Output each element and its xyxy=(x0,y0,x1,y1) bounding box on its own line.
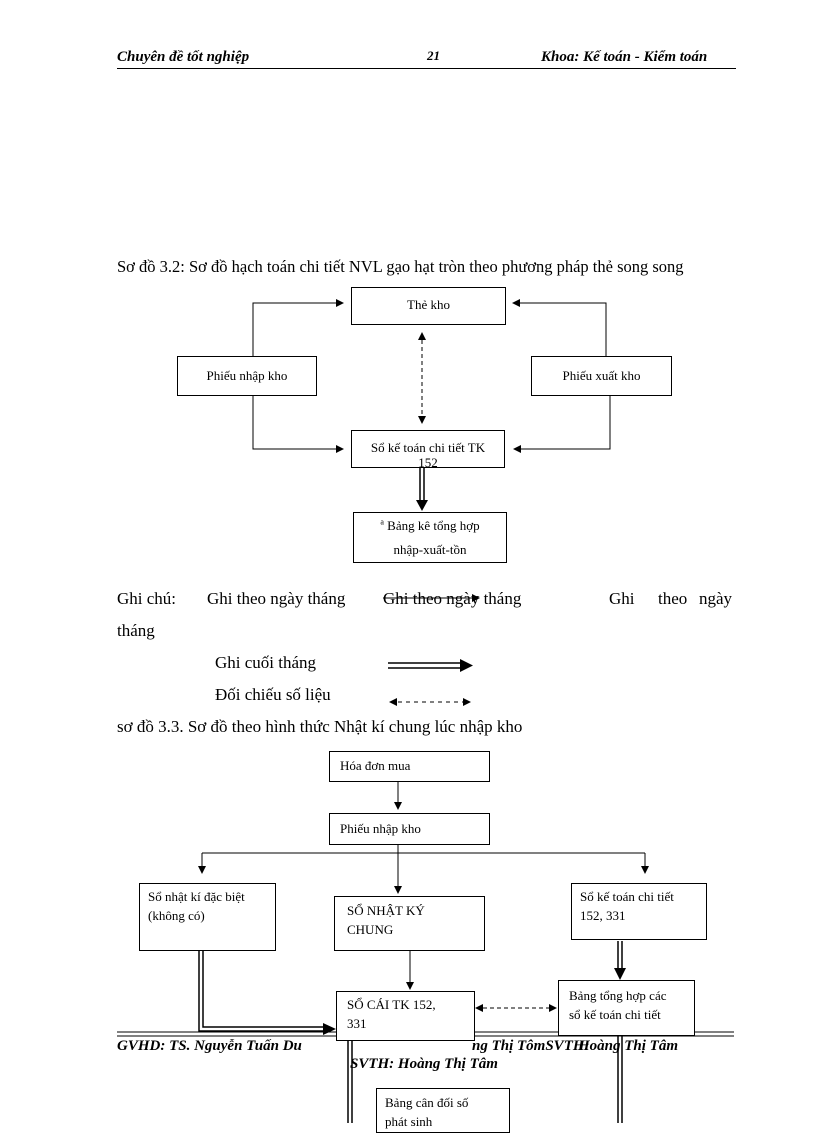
d2-so-cai-line1: SỔ CÁI TK 152, xyxy=(347,997,436,1012)
diagram2-caption: sơ đồ 3.3. Sơ đồ theo hình thức Nhật kí … xyxy=(117,717,523,736)
legend-item1-repeat-c: ngày xyxy=(699,589,733,608)
d1-the-kho-label: Thẻ kho xyxy=(407,297,450,312)
d2-branch-lines xyxy=(198,845,649,894)
d2-bang-tong-hop-line1: Bảng tổng hợp các xyxy=(569,988,667,1003)
d2-double-arrow-so-ke-toan-to-bang-tong-hop xyxy=(614,941,626,980)
d2-nhat-ki-dac-biet-line1: Sổ nhật kí đặc biệt xyxy=(148,889,245,904)
d2-double-arrow-nhat-ki-dac-biet-to-so-cai xyxy=(198,951,336,1035)
legend-item1: Ghi theo ngày tháng xyxy=(207,589,346,608)
legend-strikeline xyxy=(383,594,480,602)
d1-the-kho-box: Thẻ kho xyxy=(351,287,506,325)
d1-phieu-nhap-label: Phiếu nhập kho xyxy=(206,368,288,383)
d2-so-ke-toan-line2: 152, 331 xyxy=(580,907,626,923)
d2-double-lines-down-from-bang-tong-hop xyxy=(617,1036,623,1123)
d2-bang-tong-hop-box: Bảng tổng hợp các sổ kế toán chi tiết xyxy=(558,980,695,1036)
d1-phieu-nhap-box: Phiếu nhập kho xyxy=(177,356,317,396)
legend-item1-wrap: tháng xyxy=(117,621,155,640)
d2-phieu-nhap-box: Phiếu nhập kho xyxy=(329,813,490,845)
legend-double-arrow xyxy=(388,659,473,672)
header-right: Khoa: Kế toán - Kiểm toán xyxy=(541,49,708,65)
d1-bang-ke-line1-text: Bảng kê tổng hợp xyxy=(387,518,480,533)
d1-phieu-xuat-box: Phiếu xuất kho xyxy=(531,356,672,396)
d1-arrow-phieu-nhap-to-so-ke-toan xyxy=(252,396,344,453)
page-number: 21 xyxy=(427,48,440,63)
d1-bang-ke-line1: a Bảng kê tổng hợp xyxy=(354,514,506,538)
d2-bang-can-doi-box: Bảng cân đối số phát sinh xyxy=(376,1088,510,1133)
footer-line2: SVTH: Hoàng Thị Tâm xyxy=(350,1056,498,1072)
d2-so-nhat-ky-chung-line1: SỔ NHẬT KÝ xyxy=(347,903,425,918)
d2-so-ke-toan-box: Sổ kế toán chi tiết 152, 331 xyxy=(571,883,707,940)
d1-bang-ke-marker: a xyxy=(380,517,384,527)
d2-so-cai-line2: 331 xyxy=(347,1015,367,1031)
footer-line1-mid: ng Thị TômSVTH: xyxy=(472,1038,590,1054)
d1-bang-ke-box: a Bảng kê tổng hợp nhập-xuất-tồn xyxy=(353,512,507,563)
header-left: Chuyên đề tốt nghiệp xyxy=(117,49,250,65)
footer-line1-right: Hoàng Thị Tâm xyxy=(578,1038,679,1054)
legend-item2: Ghi cuối tháng xyxy=(215,653,317,672)
d1-so-ke-toan-line1: Sổ kế toán chi tiết TK xyxy=(370,440,486,455)
d1-so-ke-toan-box: Sổ kế toán chi tiết TK 152 xyxy=(351,430,505,468)
d1-phieu-xuat-label: Phiếu xuất kho xyxy=(562,368,641,383)
legend-label: Ghi chú: xyxy=(117,589,177,608)
header-rule xyxy=(117,68,736,69)
d2-nhat-ki-dac-biet-line2: (không có) xyxy=(148,907,205,923)
d2-so-ke-toan-line1: Sổ kế toán chi tiết xyxy=(580,889,674,904)
d2-so-cai-box: SỔ CÁI TK 152, 331 xyxy=(336,991,475,1041)
legend-item3: Đối chiếu số liệu xyxy=(215,685,331,704)
d2-bang-tong-hop-line2: sổ kế toán chi tiết xyxy=(569,1006,661,1022)
legend-item1-repeat-b: theo xyxy=(658,589,688,608)
d1-so-ke-toan-line2: 152 xyxy=(418,455,438,468)
d1-arrow-phieu-xuat-to-so-ke-toan xyxy=(513,396,611,453)
d2-bang-can-doi-line1: Bảng cân đối số xyxy=(385,1095,469,1110)
footer-line1-left: GVHD: TS. Nguyễn Tuấn Du xyxy=(117,1038,302,1054)
d1-double-arrow-to-bang-ke xyxy=(416,468,428,511)
d2-hoa-don-box: Hóa đơn mua xyxy=(329,751,490,782)
d1-bang-ke-line2: nhập-xuất-tồn xyxy=(393,542,467,558)
d2-bang-can-doi-line2: phát sinh xyxy=(385,1113,433,1129)
legend-item1-overlap: Ghi theo ngày tháng xyxy=(383,589,522,608)
d1-arrow-phieu-nhap-to-the-kho xyxy=(252,299,344,356)
legend-item1-repeat-a: Ghi xyxy=(609,589,635,608)
d2-nhat-ki-dac-biet-box: Sổ nhật kí đặc biệt (không có) xyxy=(139,883,276,951)
diagram1-caption: Sơ đồ 3.2: Sơ đồ hạch toán chi tiết NVL … xyxy=(117,257,684,276)
d1-arrow-phieu-xuat-to-the-kho xyxy=(512,299,607,356)
d2-double-lines-down-from-so-cai xyxy=(347,1040,353,1123)
d2-so-nhat-ky-chung-box: SỔ NHẬT KÝ CHUNG xyxy=(334,896,485,951)
d2-so-nhat-ky-chung-line2: CHUNG xyxy=(347,921,394,937)
d2-hoa-don-label: Hóa đơn mua xyxy=(340,758,411,773)
d2-phieu-nhap-label: Phiếu nhập kho xyxy=(340,821,421,836)
